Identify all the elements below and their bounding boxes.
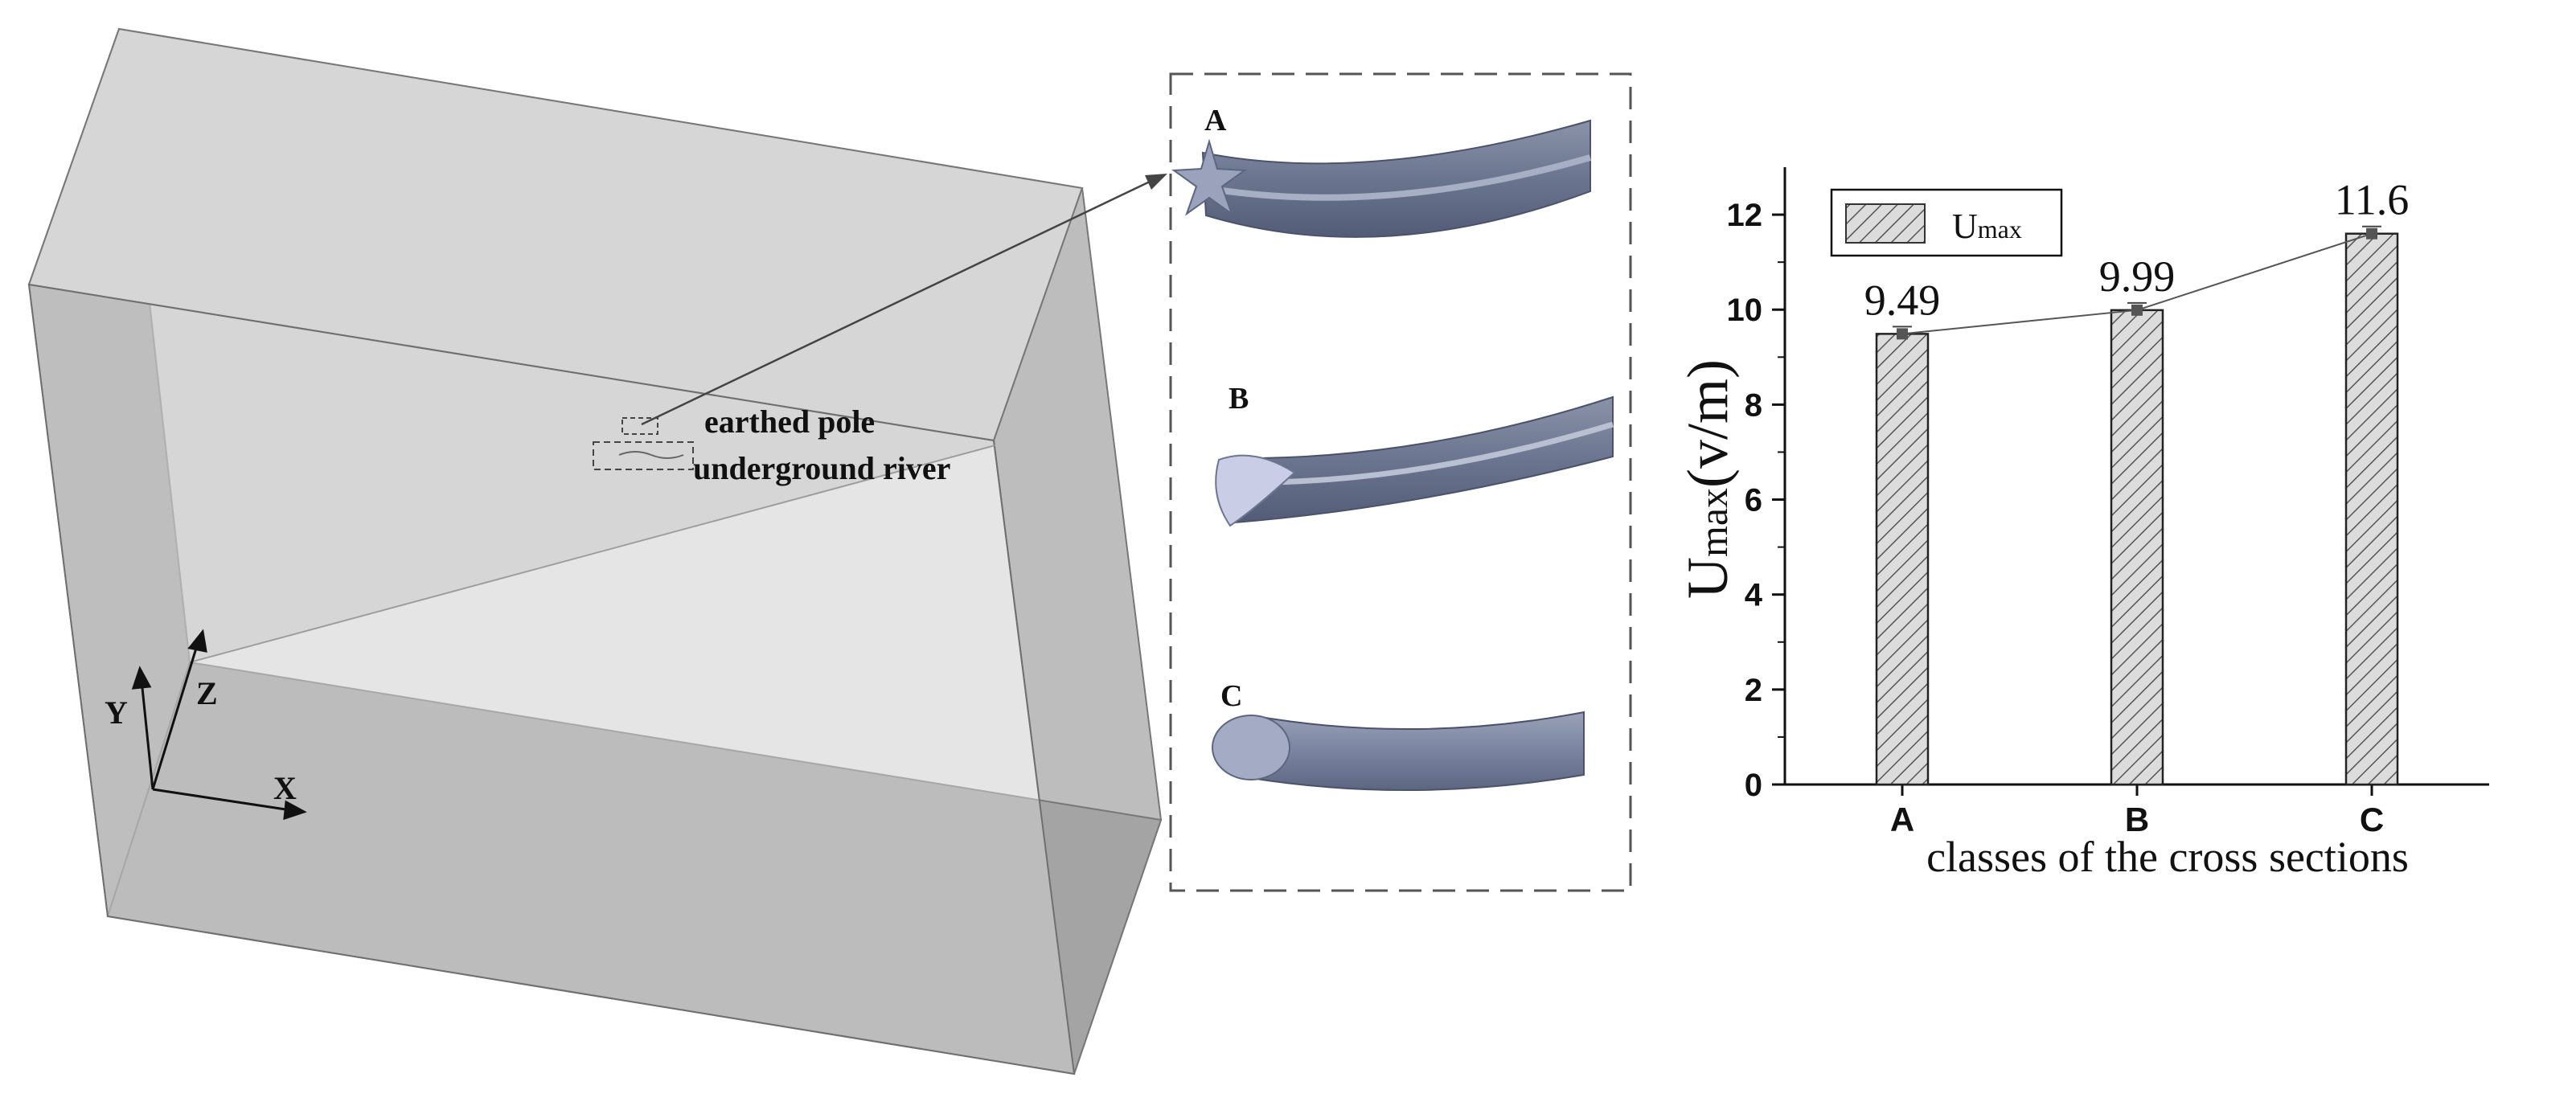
legend: Umax [1830, 188, 2063, 257]
box-front-face [27, 283, 1076, 1075]
axis-y-label: Y [105, 694, 128, 731]
x-tick-label: B [2125, 801, 2149, 838]
river-marker [593, 441, 694, 470]
callout-arrow [641, 180, 1151, 426]
section-c-label: C [1220, 679, 1242, 713]
data-label-c: 11.6 [2335, 176, 2410, 224]
trend-point [2366, 227, 2377, 240]
x-tick-label: A [1890, 801, 1914, 838]
callout-arrowhead [1145, 174, 1167, 190]
legend-swatch [1845, 203, 1926, 244]
data-label-b: 9.99 [2099, 252, 2176, 301]
y-tick-label: 8 [1745, 387, 1762, 423]
y-tick-label: 0 [1745, 768, 1762, 803]
section-b-label: B [1229, 382, 1249, 416]
bar-a [1875, 333, 1930, 786]
section-b [1215, 395, 1614, 527]
y-tick-label: 12 [1727, 198, 1763, 233]
earthed-pole-label: earthed pole [704, 404, 875, 440]
y-tick-label: 2 [1745, 673, 1762, 708]
section-a-label: A [1204, 104, 1227, 137]
bar-chart: 0 2 4 6 8 10 12 A B C 9.49 9.99 11.6 Umax Umax(v/m… [1676, 167, 2489, 881]
teardrop-section-shape [1215, 454, 1296, 527]
axis-z-label: Z [196, 675, 218, 711]
bar-b [2110, 309, 2164, 786]
trend-point [1897, 328, 1908, 340]
section-a [1171, 119, 1592, 238]
pole-marker [621, 417, 658, 435]
data-label-a: 9.49 [1864, 276, 1941, 324]
inset-frame [1169, 72, 1632, 892]
y-tick-label: 6 [1745, 483, 1762, 518]
model-box [27, 27, 1163, 1075]
section-c [1212, 711, 1585, 792]
underground-river-label: underground river [693, 450, 950, 486]
y-tick-label: 4 [1745, 578, 1763, 613]
x-axis-title: classes of the cross sections [1926, 833, 2409, 881]
trend-point [2131, 304, 2143, 316]
star-section-shape [1171, 138, 1247, 216]
y-axis-title: Umax(v/m) [1676, 359, 1740, 599]
y-tick-label: 10 [1727, 293, 1763, 328]
legend-label: Umax [1952, 207, 2022, 246]
bar-c [2344, 232, 2399, 786]
axis-x-label: X [273, 770, 297, 806]
x-tick-label: C [2360, 801, 2384, 838]
coordinate-axes [131, 629, 307, 821]
circular-section-shape [1212, 715, 1290, 780]
